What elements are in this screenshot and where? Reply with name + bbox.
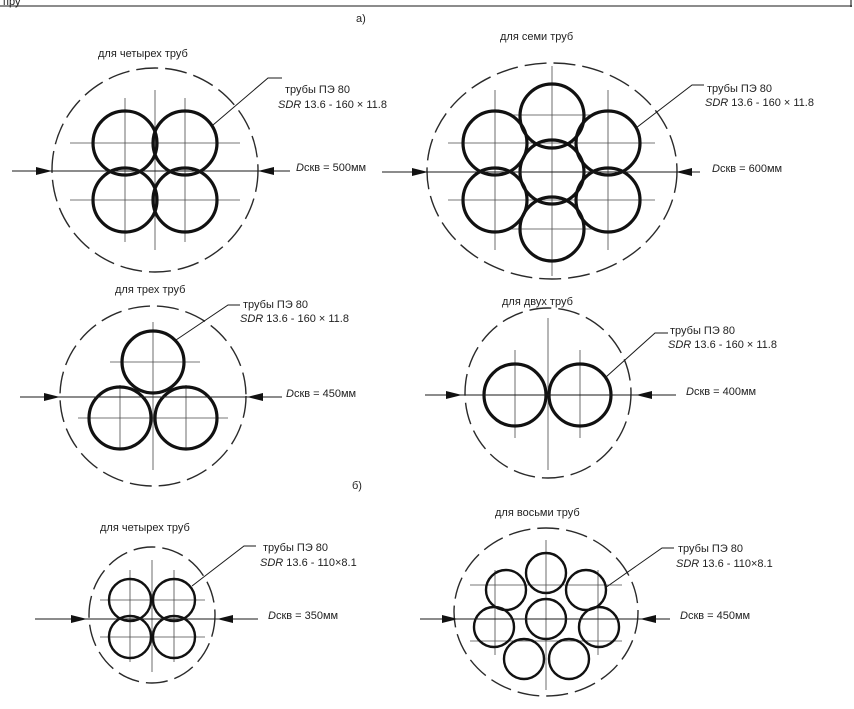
- pipe-circle: [151, 614, 197, 660]
- dimension-arrow-left: [44, 393, 60, 401]
- layout-title: для четырех труб: [98, 48, 188, 60]
- pipe-circle: [91, 109, 159, 177]
- pipe-circle: [518, 195, 586, 263]
- leader-line: [175, 304, 240, 341]
- borehole-outline: [59, 305, 247, 487]
- borehole-outline: [453, 527, 639, 697]
- sdr-spec: SDR 13.6 - 110×8.1: [676, 558, 773, 570]
- dimension-arrow-left: [36, 167, 52, 175]
- pipe-spec-label: трубы ПЭ 80: [285, 84, 350, 96]
- leader-line: [604, 547, 674, 589]
- layout-title: для семи труб: [500, 31, 573, 43]
- layout-title: для четырех труб: [100, 522, 190, 534]
- pipe-circle: [461, 109, 529, 177]
- layout-two-pipes-160: для двух труб трубы ПЭ 80 SDR 13.6 - 160…: [425, 296, 777, 479]
- pipe-circle: [547, 637, 591, 681]
- pipe-circle: [518, 82, 586, 150]
- leader-line: [191, 545, 256, 587]
- leader-line: [212, 77, 282, 126]
- diameter-label: Dскв = 450мм: [286, 388, 356, 400]
- pipe-circle: [107, 577, 153, 623]
- dimension-arrow-right: [640, 615, 656, 623]
- sdr-spec: SDR 13.6 - 160 × 11.8: [278, 99, 387, 111]
- pipe-circle: [484, 568, 528, 612]
- layout-four-pipes-160: для четырех труб трубы ПЭ 80 SDR 13.6 - …: [12, 48, 387, 273]
- pipe-circle: [574, 166, 642, 234]
- borehole-outline: [426, 62, 678, 280]
- borehole-outline: [51, 67, 259, 273]
- borehole-outline: [88, 546, 216, 684]
- dimension-arrow-left: [442, 615, 458, 623]
- dimension-arrow-left: [412, 168, 428, 176]
- dimension-arrow-right: [676, 168, 692, 176]
- sdr-spec: SDR 13.6 - 160 × 11.8: [240, 313, 349, 325]
- pipe-circle: [151, 109, 219, 177]
- diameter-label: Dскв = 400мм: [686, 386, 756, 398]
- pipe-spec-label: трубы ПЭ 80: [670, 325, 735, 337]
- layout-title: для восьми труб: [495, 507, 580, 519]
- leader-line: [605, 332, 668, 378]
- diameter-label: Dскв = 600мм: [712, 163, 782, 175]
- pipe-circle: [151, 166, 219, 234]
- dimension-arrow-right: [636, 391, 652, 399]
- dimension-arrow-left: [71, 615, 87, 623]
- pipe-circle: [120, 329, 186, 395]
- pipe-circle: [461, 166, 529, 234]
- diameter-label: Dскв = 500мм: [296, 162, 366, 174]
- dimension-arrow-left: [446, 391, 462, 399]
- layout-title: для двух труб: [502, 296, 573, 308]
- sdr-spec: SDR 13.6 - 110×8.1: [260, 557, 357, 569]
- pipe-spec-label: трубы ПЭ 80: [707, 83, 772, 95]
- pipe-circle: [574, 109, 642, 177]
- layout-three-pipes-160: для трех труб трубы ПЭ 80 SDR 13.6 - 160…: [20, 284, 356, 487]
- section-label-a: а): [356, 13, 366, 25]
- layout-seven-pipes-160: для семи труб трубы ПЭ 80 SDR 13.6 - 160…: [382, 31, 814, 280]
- pipe-circle: [91, 166, 159, 234]
- dimension-arrow-right: [217, 615, 233, 623]
- dimension-arrow-right: [247, 393, 263, 401]
- layout-eight-pipes-110: для восьми труб трубы ПЭ 80 SDR 13.6 - 1…: [420, 507, 773, 697]
- layout-title: для трех труб: [115, 284, 185, 296]
- diameter-label: Dскв = 350мм: [268, 610, 338, 622]
- pipe-circle: [564, 568, 608, 612]
- pipe-circle: [577, 605, 621, 649]
- diameter-label: Dскв = 450мм: [680, 610, 750, 622]
- pipe-spec-label: трубы ПЭ 80: [263, 542, 328, 554]
- layout-four-pipes-110: для четырех труб трубы ПЭ 80 SDR 13.6 - …: [35, 522, 357, 684]
- borehole-outline: [464, 307, 632, 479]
- pipe-circle: [87, 385, 153, 451]
- pipe-circle: [524, 551, 568, 595]
- pipe-spec-label: трубы ПЭ 80: [243, 299, 308, 311]
- dimension-arrow-right: [258, 167, 274, 175]
- pipe-circle: [153, 385, 219, 451]
- sdr-spec: SDR 13.6 - 160 × 11.8: [668, 339, 777, 351]
- pipe-circle: [472, 605, 516, 649]
- sdr-spec: SDR 13.6 - 160 × 11.8: [705, 97, 814, 109]
- section-label-b: б): [352, 480, 362, 492]
- pipe-circle: [107, 614, 153, 660]
- pipe-circle: [151, 577, 197, 623]
- pipe-circle: [502, 637, 546, 681]
- pipe-spec-label: трубы ПЭ 80: [678, 543, 743, 555]
- header-fragment: пру: [3, 0, 21, 8]
- leader-line: [635, 84, 704, 129]
